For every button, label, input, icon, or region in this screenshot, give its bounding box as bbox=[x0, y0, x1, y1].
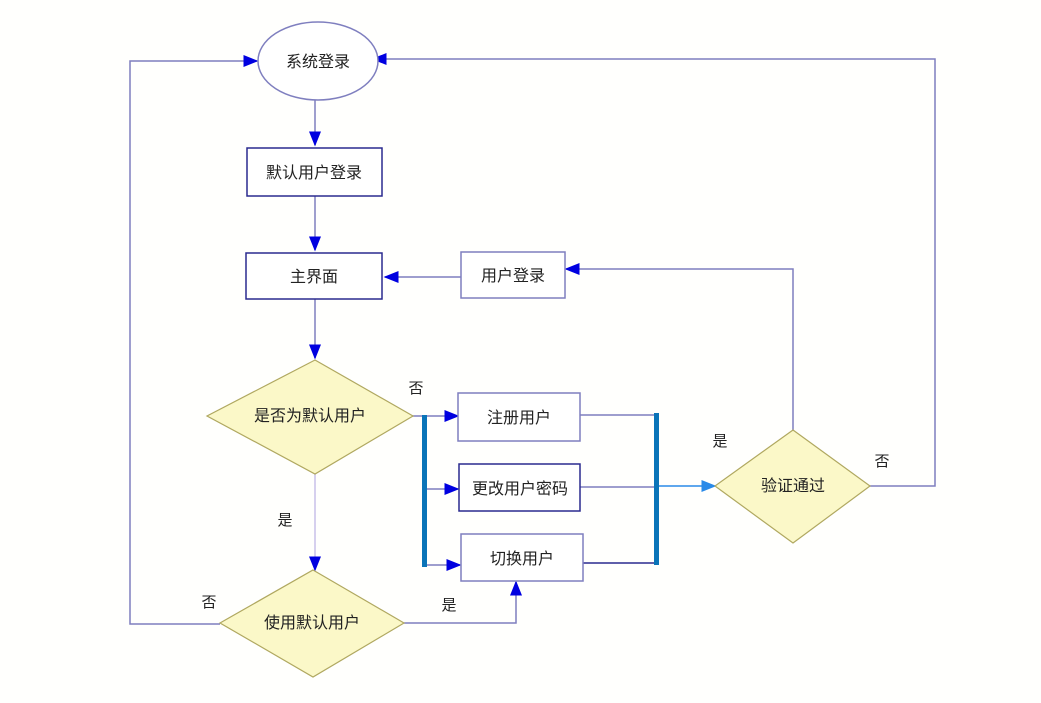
node-use-default-label: 使用默认用户 bbox=[264, 613, 360, 632]
label-is-default-yes: 是 bbox=[277, 511, 292, 529]
label-use-default-no: 否 bbox=[201, 593, 216, 611]
node-verify-label: 验证通过 bbox=[761, 476, 825, 495]
node-verify: 验证通过 bbox=[713, 429, 872, 544]
label-verify-yes: 是 bbox=[712, 432, 727, 450]
node-start-label: 系统登录 bbox=[286, 52, 350, 71]
node-default-login-label: 默认用户登录 bbox=[266, 163, 362, 182]
edge-verify-no-to-start bbox=[371, 53, 936, 487]
node-is-default: 是否为默认用户 bbox=[205, 359, 415, 475]
node-change-pwd-label: 更改用户密码 bbox=[472, 479, 568, 498]
node-main-label: 主界面 bbox=[290, 267, 338, 286]
edge-use-default-no-to-start bbox=[129, 55, 259, 625]
node-use-default: 使用默认用户 bbox=[218, 569, 406, 678]
edge-verify-yes-to-user-login bbox=[564, 263, 794, 430]
label-verify-no: 否 bbox=[874, 452, 889, 470]
node-change-pwd: 更改用户密码 bbox=[458, 463, 581, 512]
label-is-default-no: 否 bbox=[408, 379, 423, 397]
edge-use-default-yes-to-switch bbox=[404, 580, 522, 624]
node-register: 注册用户 bbox=[457, 392, 581, 442]
node-start: 系统登录 bbox=[257, 21, 379, 101]
node-default-login: 默认用户登录 bbox=[246, 147, 383, 197]
join-bar bbox=[654, 413, 659, 565]
fork-bar bbox=[422, 415, 427, 567]
node-is-default-label: 是否为默认用户 bbox=[254, 406, 366, 425]
node-user-login-label: 用户登录 bbox=[481, 266, 545, 285]
node-main: 主界面 bbox=[245, 252, 383, 300]
node-user-login: 用户登录 bbox=[460, 251, 566, 299]
node-register-label: 注册用户 bbox=[487, 408, 551, 427]
node-switch-user-label: 切换用户 bbox=[490, 549, 554, 568]
node-switch-user: 切换用户 bbox=[460, 533, 584, 582]
label-use-default-yes: 是 bbox=[441, 596, 456, 614]
